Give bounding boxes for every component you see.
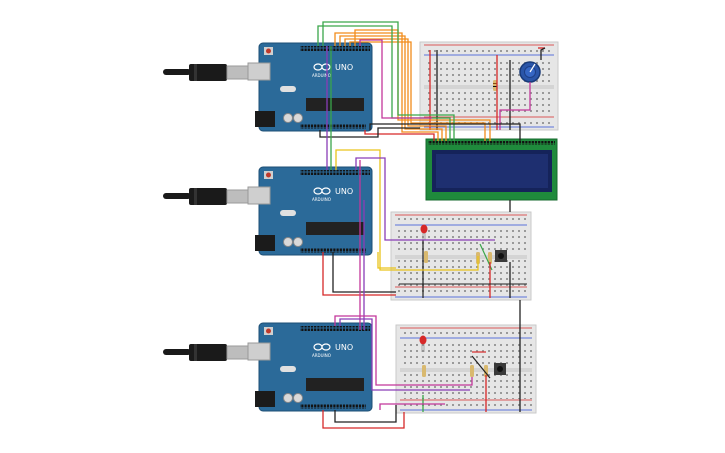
pushbutton-middle[interactable] <box>495 250 507 262</box>
potentiometer[interactable] <box>519 61 541 83</box>
usb-cable-icon <box>163 344 250 361</box>
boards-layer: ARDUINO UNO ARDUINO UNO ARDUINO UNO <box>163 42 373 412</box>
breadboard-top[interactable] <box>419 41 559 131</box>
board-model-label: UNO <box>335 343 353 352</box>
pushbutton-bottom[interactable] <box>494 363 506 375</box>
usb-cable-icon <box>163 188 250 205</box>
arduino-board-3[interactable]: ARDUINO UNO <box>163 322 373 412</box>
wire-bundle-lcd[interactable] <box>317 21 521 141</box>
arduino-logo-icon <box>313 343 331 351</box>
breadboard-bottom[interactable] <box>395 324 537 414</box>
arduino-logo-icon <box>313 63 331 71</box>
wire-bundle-middle[interactable] <box>322 46 480 330</box>
resistor-bottom-1 <box>422 365 426 377</box>
board-model-label: UNO <box>335 187 353 196</box>
board-model-label: UNO <box>335 63 353 72</box>
board-brand-label: ARDUINO <box>312 353 331 358</box>
resistor-middle-3 <box>488 252 492 264</box>
board-brand-label: ARDUINO <box>312 73 331 78</box>
led-red-middle[interactable] <box>420 224 428 241</box>
arduino-board-2[interactable]: ARDUINO UNO <box>163 166 373 256</box>
lcd-display[interactable] <box>425 138 558 201</box>
breadboard-middle[interactable] <box>390 211 532 301</box>
wire-bundle-bottom[interactable] <box>322 315 473 429</box>
arduino-logo-icon <box>313 187 331 195</box>
led-red-bottom[interactable] <box>419 335 427 353</box>
resistor-bottom-2 <box>470 365 474 377</box>
resistor-middle-1 <box>424 251 428 263</box>
usb-cable-icon <box>163 64 250 81</box>
board-brand-label: ARDUINO <box>312 197 331 202</box>
resistor-top <box>493 80 497 91</box>
arduino-board-1[interactable]: ARDUINO UNO <box>163 42 373 132</box>
